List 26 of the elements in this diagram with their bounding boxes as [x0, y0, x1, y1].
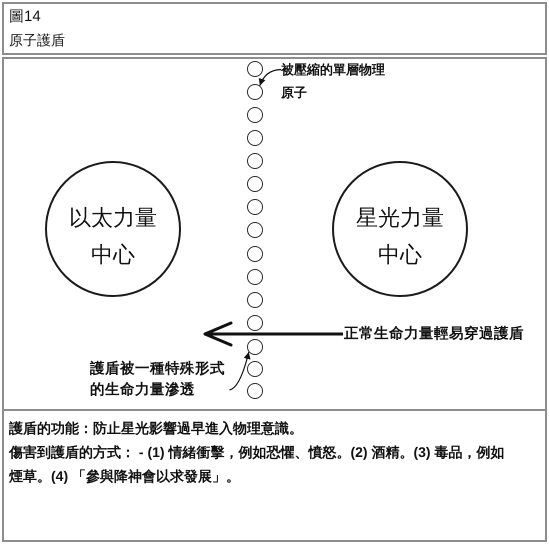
figure-title: 原子護盾	[9, 31, 65, 50]
atom-circle	[247, 269, 263, 285]
atom-circle	[247, 84, 263, 100]
leader-arrow	[259, 68, 282, 86]
leader-arrow	[229, 352, 250, 391]
circle-label: 以太力量中心	[68, 204, 158, 269]
atom-circle	[247, 246, 263, 262]
atom-circle	[247, 339, 263, 355]
atom-circle	[247, 130, 263, 146]
atom-circle	[247, 383, 263, 399]
atom-circle	[247, 199, 263, 215]
atom-circle	[247, 292, 263, 308]
atom-circle	[247, 107, 263, 123]
figure-number: 圖14	[9, 7, 41, 27]
atom-circle	[247, 176, 263, 192]
atom-circle	[247, 361, 263, 377]
atom-circle	[247, 61, 263, 77]
circle-label: 星光力量中心	[355, 204, 445, 269]
atom-circle	[247, 222, 263, 238]
atom-circle	[247, 315, 263, 331]
atom-circle	[247, 153, 263, 169]
annotation-text: 被壓縮的單層物理原子	[281, 58, 390, 104]
annotation-text: 正常生命力量輕易穿過護盾	[344, 324, 524, 344]
annotation-text: 護盾被一種特殊形式的生命力量滲透	[90, 359, 230, 401]
note-text: 護盾的功能：防止星光影響過早進入物理意識。	[9, 419, 304, 438]
note-text: 傷害到護盾的方式： - (1) 情緒衝擊，例如恐懼、憤怒。(2) 酒精。(3) 毒品，例如煙草。(4) 「參與降神會以求發展」。	[9, 443, 506, 486]
